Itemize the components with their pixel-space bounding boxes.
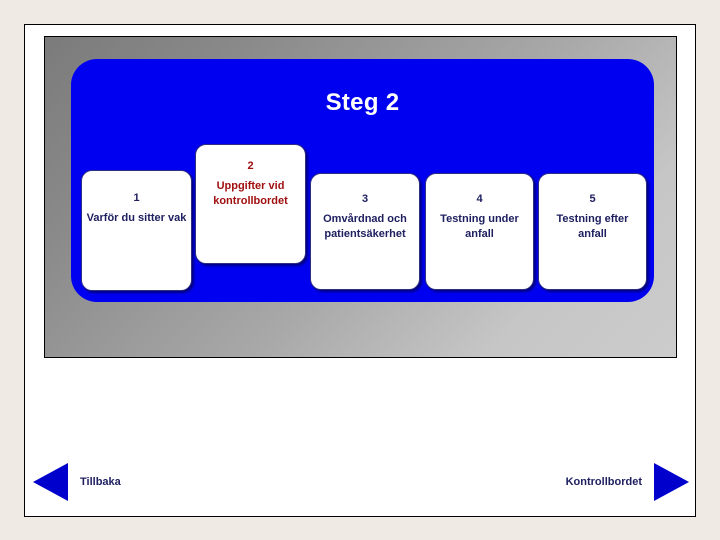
step-number-1: 1 [133, 192, 140, 204]
step-number-5: 5 [589, 193, 596, 205]
step-label-4: Testning under anfall [440, 213, 519, 240]
arrow-left-icon [33, 463, 68, 501]
step-label-1: Varför du sitter vak [86, 212, 187, 225]
step-card-1[interactable]: 1 Varför du sitter vak [81, 170, 192, 291]
step-label-5: Testning efter anfall [556, 213, 629, 240]
step-number-2: 2 [247, 160, 254, 172]
step-card-2[interactable]: 2 Uppgifter vid kontrollbordet [195, 144, 306, 264]
arrow-right-icon [654, 463, 689, 501]
step-card-5[interactable]: 5 Testning efter anfall [538, 173, 647, 290]
step-label-3: Omvårdnad och patientsäkerhet [323, 213, 407, 240]
step-label-2: Uppgifter vid kontrollbordet [213, 180, 288, 207]
step-number-4: 4 [476, 193, 483, 205]
content-panel: Steg 2 1 Varför du sitter vak 2 Uppgifte… [44, 36, 677, 358]
next-button-label: Kontrollbordet [565, 476, 642, 488]
back-button-label: Tillbaka [80, 476, 121, 488]
step-band: Steg 2 1 Varför du sitter vak 2 Uppgifte… [71, 59, 654, 302]
slide-page: Steg 2 1 Varför du sitter vak 2 Uppgifte… [24, 24, 696, 517]
step-card-4[interactable]: 4 Testning under anfall [425, 173, 534, 290]
back-button[interactable]: Tillbaka [33, 463, 121, 501]
next-button[interactable]: Kontrollbordet [566, 463, 689, 501]
step-card-3[interactable]: 3 Omvårdnad och patientsäkerhet [310, 173, 420, 290]
page-title: Steg 2 [325, 89, 400, 116]
step-number-3: 3 [361, 193, 369, 205]
